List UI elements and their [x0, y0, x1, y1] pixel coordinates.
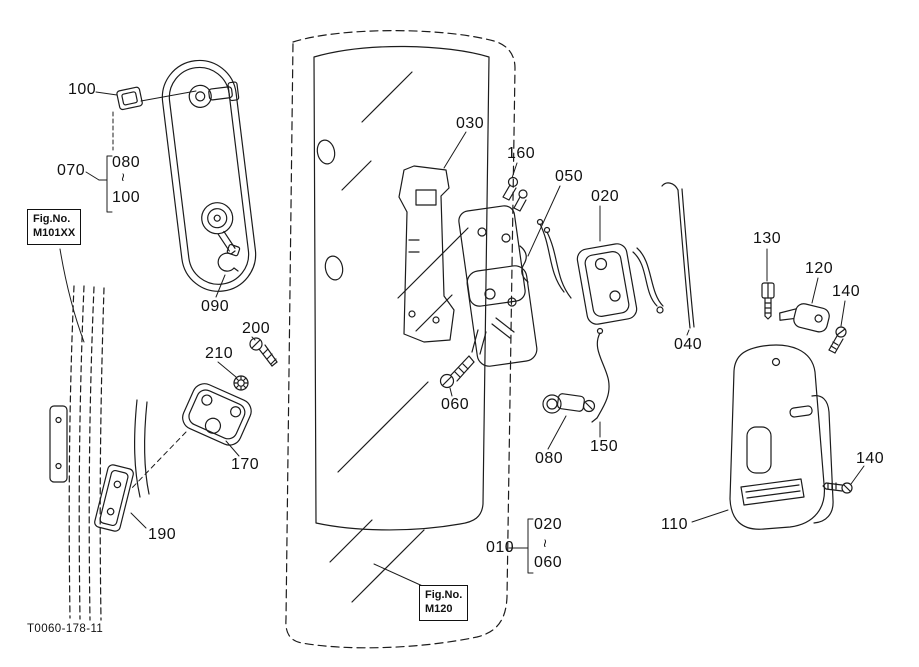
drawing-number: T0060-178-11 [27, 623, 104, 635]
part-020-lock [576, 243, 664, 325]
part-label-030: 030 [456, 115, 485, 132]
part-label-tilde: ~ [114, 172, 132, 183]
part-060-screw [439, 355, 475, 389]
part-170-bracket [182, 383, 252, 446]
part-110-outer-handle [729, 344, 834, 530]
window-glass [313, 45, 490, 603]
door-pillar-strips [49, 285, 150, 621]
door-panel-outline [285, 30, 516, 649]
part-label-070: 070 [57, 162, 86, 179]
part-140-screw-bottom [822, 482, 853, 494]
inner-handle-escutcheon [161, 59, 257, 292]
part-120-key [779, 303, 830, 333]
part-label-210: 210 [205, 345, 234, 362]
part-label-110: 110 [661, 516, 689, 533]
part-label-060: 060 [441, 396, 470, 413]
part-200-screw [249, 337, 278, 367]
part-label-010: 010 [486, 539, 515, 556]
part-label-150: 150 [590, 438, 619, 455]
part-label-020: 020 [534, 516, 563, 533]
fig-reference-number: M120 [425, 603, 453, 616]
fig-reference-caption: Fig.No. [33, 213, 71, 225]
part-label-170: 170 [231, 456, 260, 473]
part-label-060: 060 [534, 554, 563, 571]
part-040-rod [661, 182, 695, 329]
part-050-rods [536, 218, 572, 299]
part-label-100: 100 [112, 189, 141, 206]
part-100-bezel [116, 86, 143, 111]
part-label-130: 130 [753, 230, 782, 247]
part-130-bolt [761, 282, 775, 320]
leader-lines [59, 90, 865, 589]
part-label-090: 090 [201, 298, 230, 315]
part-090-clip [217, 250, 239, 272]
part-140-screw-top [828, 326, 847, 354]
part-label-190: 190 [148, 526, 177, 543]
part-label-080: 080 [112, 154, 141, 171]
part-label-200: 200 [242, 320, 271, 337]
part-label-120: 120 [805, 260, 834, 277]
part-label-100: 100 [68, 81, 97, 98]
part-190-plate [94, 464, 134, 532]
fig-reference-box-m101xx: Fig.No. M101XX [27, 209, 82, 245]
part-label-020: 020 [591, 188, 620, 205]
latch-assembly [458, 205, 538, 367]
part-label-080: 080 [535, 450, 564, 467]
fig-reference-caption: Fig.No. [425, 589, 463, 601]
part-label-140: 140 [832, 283, 861, 300]
part-label-040: 040 [674, 336, 703, 353]
part-150-rod [591, 327, 610, 423]
part-160-screws [502, 176, 528, 212]
part-label-160: 160 [507, 145, 536, 162]
part-080-lock-cylinder [542, 393, 596, 414]
part-030-bracket [398, 165, 455, 343]
part-label-tilde: ~ [536, 538, 554, 549]
fig-reference-number: M101XX [33, 227, 76, 240]
part-label-140: 140 [856, 450, 885, 467]
part-210-washer [233, 375, 249, 391]
fig-reference-box-m120: Fig.No. M120 [419, 585, 469, 621]
part-label-050: 050 [555, 168, 584, 185]
